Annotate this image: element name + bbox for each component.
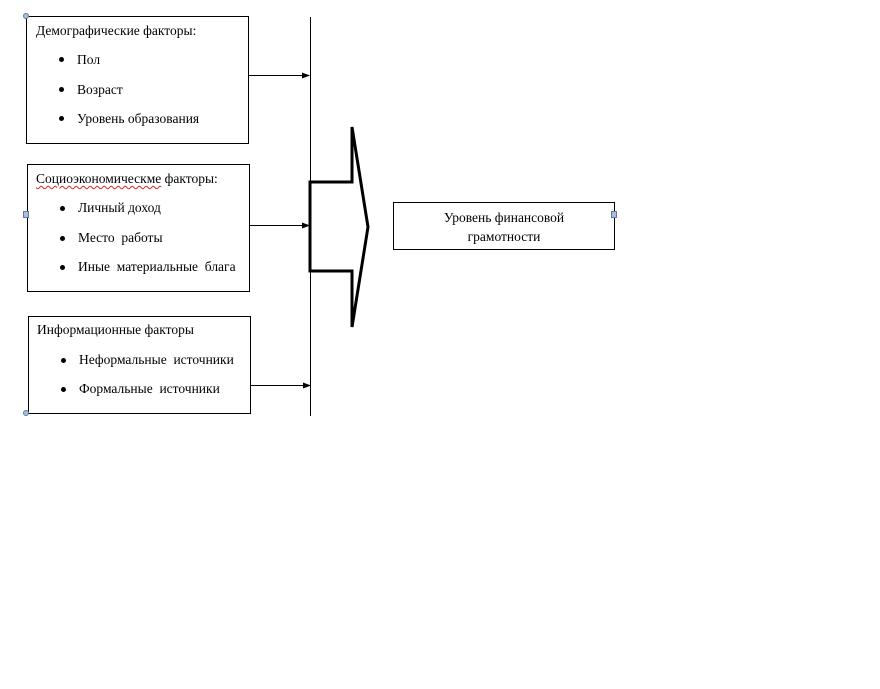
list-item: Формальные источники [79,381,220,396]
informational-factors-title: Информационные факторы [37,322,194,337]
selection-handle[interactable] [23,13,29,19]
financial-literacy-box[interactable]: Уровень финансовой грамотности [393,202,615,250]
bullet-icon [59,87,64,92]
socioeconomic-factors-box[interactable]: Социоэкономическме факторы: Личный доход… [27,164,250,292]
demographic-factors-title: Демографические факторы: [36,23,197,38]
demographic-factors-box[interactable]: Демографические факторы: Пол Возраст Уро… [26,16,249,144]
list-item: Личный доход [78,200,161,215]
list-item: Неформальные источники [79,352,234,367]
list-item: Пол [77,52,101,67]
selection-handle[interactable] [611,211,617,218]
list-item: Иные материальные блага [78,259,236,274]
list-item: Уровень образования [77,111,200,126]
bullet-icon [59,57,64,62]
title-suffix: факторы: [161,171,218,186]
bullet-icon [60,206,65,211]
selection-handle[interactable] [23,211,29,218]
misspelled-word: Социоэкономическме [36,171,162,186]
informational-factors-box[interactable]: Информационные факторы Неформальные исто… [28,316,251,414]
list-item: Место работы [78,230,163,245]
bullet-icon [60,236,65,241]
result-label-line-2: грамотности [467,229,541,244]
socioeconomic-factors-title: Социоэкономическме факторы: [36,171,218,187]
bullet-icon [61,387,66,392]
list-item: Возраст [77,82,123,97]
bullet-icon [60,265,65,270]
block-arrow [308,126,370,328]
result-label-line-1: Уровень финансовой [443,210,565,225]
bullet-icon [61,358,66,363]
selection-handle[interactable] [23,410,29,416]
bullet-icon [59,116,64,121]
